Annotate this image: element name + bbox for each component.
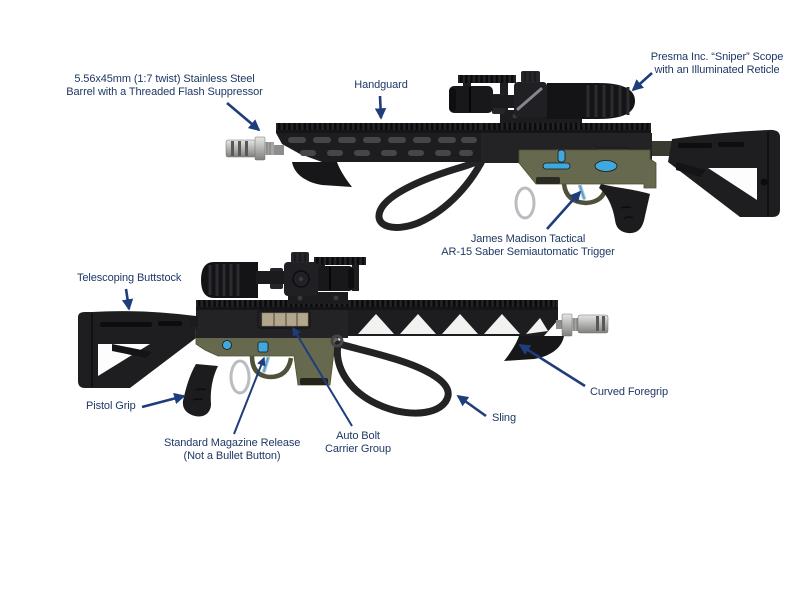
handguard-bottom-part (348, 310, 558, 336)
scope-bottom-part (201, 252, 366, 304)
foregrip-bottom-part (504, 336, 564, 361)
lower-receiver-bottom-part (195, 329, 339, 395)
handguard-top-part (276, 123, 481, 162)
arrow-barrel (226, 102, 261, 132)
arrow-magazine-release (233, 356, 266, 435)
arrow-sling (456, 394, 487, 418)
arrow-bolt-carrier (292, 326, 353, 427)
label-trigger-line2: AR-15 Saber Semiautomatic Trigger (441, 246, 615, 259)
label-magazine-release: Standard Magazine Release (Not a Bullet … (164, 437, 300, 464)
label-sling-line1: Sling (492, 412, 516, 424)
arrow-trigger (546, 190, 582, 230)
foregrip-top-part (292, 162, 352, 187)
label-barrel-line1: 5.56x45mm (1:7 twist) Stainless Steel (74, 73, 255, 85)
arrow-foregrip (518, 343, 586, 388)
label-buttstock: Telescoping Buttstock (77, 272, 181, 285)
label-buttstock-line1: Telescoping Buttstock (77, 272, 182, 284)
buttstock-top-part (650, 129, 780, 217)
scope-top-part (449, 71, 635, 123)
label-trigger-line1: James Madison Tactical (470, 233, 586, 245)
label-trigger: James Madison Tactical AR-15 Saber Semia… (440, 233, 616, 260)
label-handguard: Handguard (347, 79, 415, 92)
callout-arrows (121, 72, 653, 435)
pistol-grip-top-part (599, 184, 650, 234)
label-bolt-carrier: Auto Bolt Carrier Group (316, 430, 400, 457)
label-handguard-line1: Handguard (354, 79, 408, 91)
arrow-buttstock (121, 288, 134, 311)
label-foregrip-line1: Curved Foregrip (590, 386, 668, 398)
buttstock-bottom-part (78, 311, 214, 388)
label-pistol-grip-line1: Pistol Grip (86, 400, 136, 412)
lower-receiver-top-part (514, 149, 657, 220)
label-bolt-carrier-line2: Carrier Group (325, 443, 391, 456)
label-barrel-line2: Barrel with a Threaded Flash Suppressor (66, 86, 263, 99)
label-magazine-release-line2: (Not a Bullet Button) (183, 450, 281, 463)
label-scope-line2: with an Illuminated Reticle (654, 64, 780, 77)
label-sling: Sling (492, 412, 516, 425)
arrow-scope (631, 72, 653, 92)
bolt-carrier-group-part (261, 312, 309, 327)
pistol-grip-bottom-part (182, 364, 218, 417)
arrow-pistol-grip (141, 392, 186, 409)
label-magazine-release-line1: Standard Magazine Release (164, 437, 301, 449)
label-foregrip: Curved Foregrip (590, 386, 668, 399)
flash-suppressor-bottom-part (556, 313, 609, 337)
sling-bottom-part (330, 334, 452, 417)
label-bolt-carrier-line1: Auto Bolt (336, 430, 380, 442)
rifle-top (225, 71, 780, 234)
label-pistol-grip: Pistol Grip (86, 400, 136, 413)
flash-suppressor-top-part (225, 136, 284, 161)
arrow-handguard (374, 95, 387, 120)
label-scope-line1: Presma Inc. “Sniper” Scope (650, 51, 784, 63)
label-scope: Presma Inc. “Sniper” Scope with an Illum… (646, 51, 788, 78)
upper-receiver-bottom-part (189, 300, 558, 338)
label-barrel: 5.56x45mm (1:7 twist) Stainless Steel Ba… (57, 73, 272, 100)
